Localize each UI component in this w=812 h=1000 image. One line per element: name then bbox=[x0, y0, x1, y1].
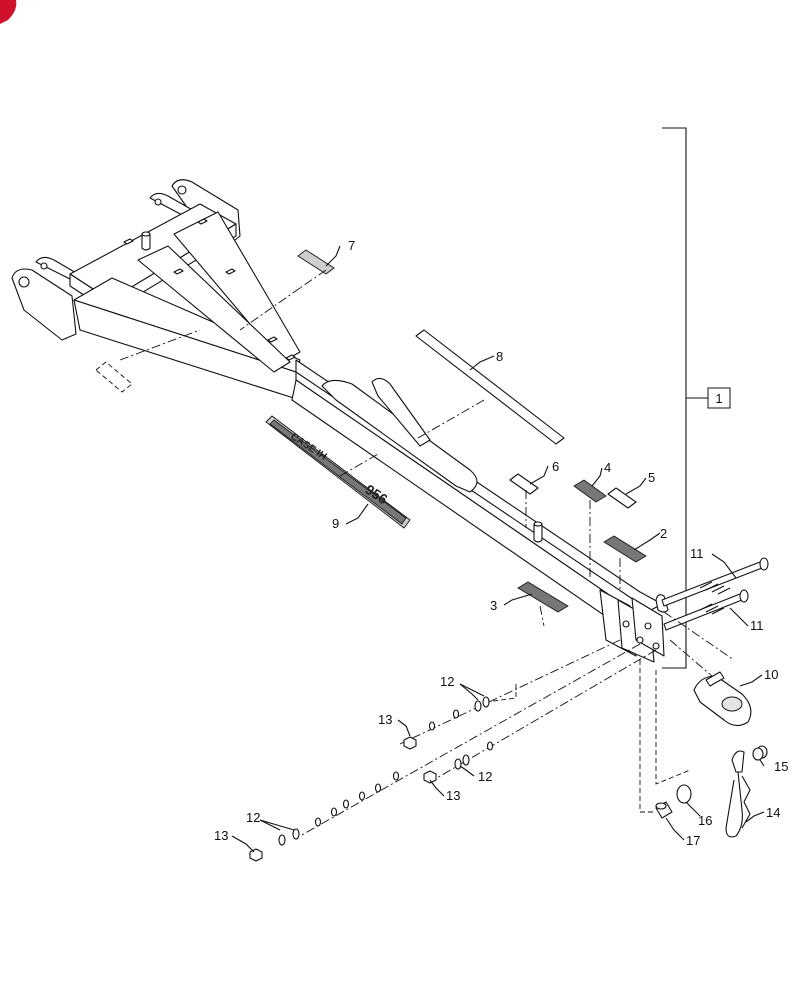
callout-8: 8 bbox=[496, 349, 503, 364]
nut-13a bbox=[403, 736, 417, 750]
callout-10: 10 bbox=[764, 667, 778, 682]
callout-14: 14 bbox=[766, 805, 780, 820]
washer-set-12b bbox=[314, 741, 494, 827]
callout-12a: 12 bbox=[440, 674, 454, 689]
callout-4: 4 bbox=[604, 460, 611, 475]
decal-7-ghost bbox=[95, 361, 133, 393]
hitch-eye-10 bbox=[693, 671, 752, 727]
nut-13c bbox=[249, 848, 263, 862]
leader-lines bbox=[231, 245, 765, 853]
nut-13b bbox=[423, 770, 437, 784]
decal-3 bbox=[517, 581, 569, 613]
callout-13c: 13 bbox=[214, 828, 228, 843]
callout-9: 9 bbox=[332, 516, 339, 531]
callout-16: 16 bbox=[698, 813, 712, 828]
callout-12c: 12 bbox=[246, 810, 260, 825]
decal-2 bbox=[603, 535, 647, 563]
callout-5: 5 bbox=[648, 470, 655, 485]
washer-16 bbox=[676, 784, 692, 804]
bushing-17 bbox=[655, 801, 673, 819]
callout-7: 7 bbox=[348, 238, 355, 253]
spacer-15 bbox=[752, 745, 768, 761]
decal-8 bbox=[415, 329, 565, 445]
assembly-label-box bbox=[707, 387, 731, 409]
decal-brand-text: CASE IH bbox=[288, 431, 328, 462]
washer-set-12c bbox=[278, 828, 300, 846]
callout-13b: 13 bbox=[446, 788, 460, 803]
callout-13a: 13 bbox=[378, 712, 392, 727]
callout-1: 1 bbox=[715, 391, 722, 406]
callout-6: 6 bbox=[552, 459, 559, 474]
bolt-11-upper bbox=[661, 557, 769, 607]
hitch-frame bbox=[11, 179, 669, 663]
callout-11-lower: 11 bbox=[750, 618, 764, 633]
callout-17: 17 bbox=[686, 833, 700, 848]
bolt-11-lower bbox=[663, 589, 749, 631]
callout-2: 2 bbox=[660, 526, 667, 541]
decal-4 bbox=[573, 479, 607, 503]
callout-15: 15 bbox=[774, 759, 788, 774]
callout-3: 3 bbox=[490, 598, 497, 613]
assembly-bracket: 1 bbox=[662, 127, 731, 669]
callout-11-upper: 11 bbox=[690, 546, 704, 561]
brand-corner-logo bbox=[0, 0, 17, 24]
washer-set-12a bbox=[428, 696, 490, 731]
hitch-pin-14 bbox=[725, 750, 751, 838]
decal-7 bbox=[297, 249, 335, 275]
decal-6 bbox=[509, 473, 539, 495]
callout-12b: 12 bbox=[478, 769, 492, 784]
decal-5 bbox=[607, 487, 637, 509]
